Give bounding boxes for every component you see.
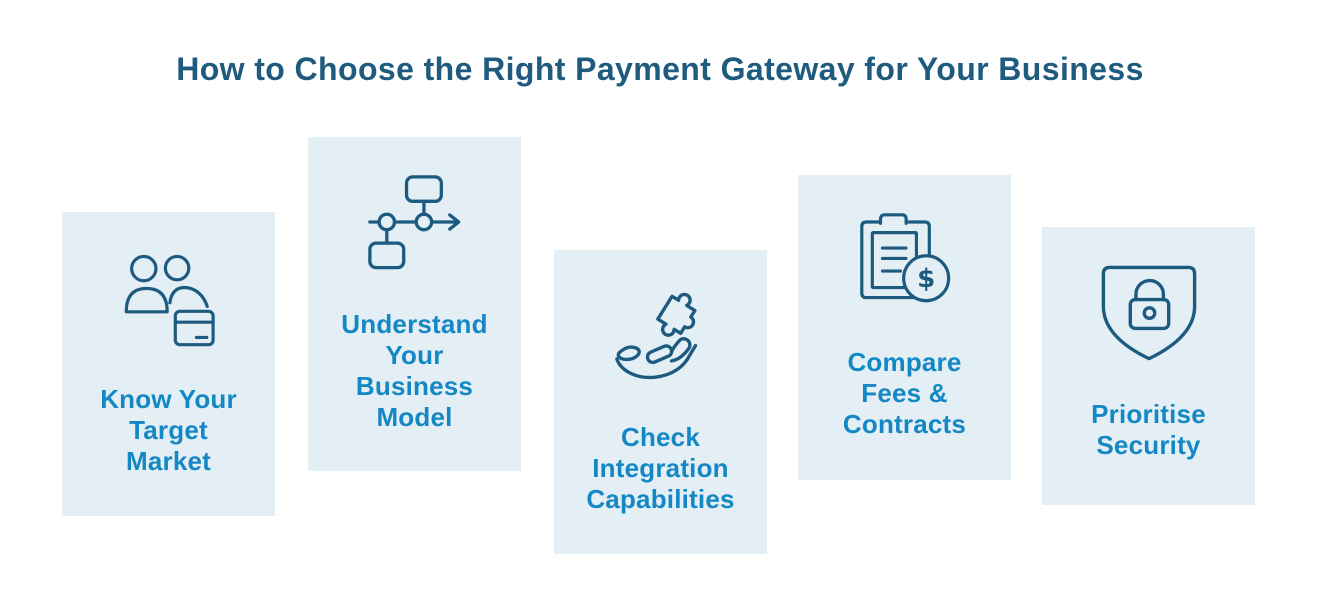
step-label: Check Integration Capabilities	[586, 422, 735, 514]
step-label: Understand Your Business Model	[341, 309, 488, 432]
clipboard-dollar-icon: $	[859, 213, 950, 303]
step-card-understand-your-business-model: Understand Your Business Model	[308, 137, 521, 471]
dollar-sign-glyph: $	[917, 264, 935, 294]
step-card-know-your-target-market: Know Your Target Market	[62, 212, 275, 516]
page-title: How to Choose the Right Payment Gateway …	[176, 51, 1144, 87]
step-card-prioritise-security: Prioritise Security	[1042, 227, 1255, 505]
flowchart-icon	[367, 175, 460, 270]
step-label: Know Your Target Market	[100, 384, 237, 476]
step-label: Compare Fees & Contracts	[842, 347, 967, 439]
users-credit-card-icon	[124, 254, 215, 347]
step-card-check-integration-capabilities: Check Integration Capabilities	[554, 250, 767, 554]
hand-puzzle-icon	[614, 292, 697, 380]
shield-lock-icon	[1101, 265, 1196, 361]
step-label: Prioritise Security	[1091, 399, 1206, 460]
step-card-compare-fees-contracts: $ Compare Fees & Contracts	[798, 175, 1011, 480]
